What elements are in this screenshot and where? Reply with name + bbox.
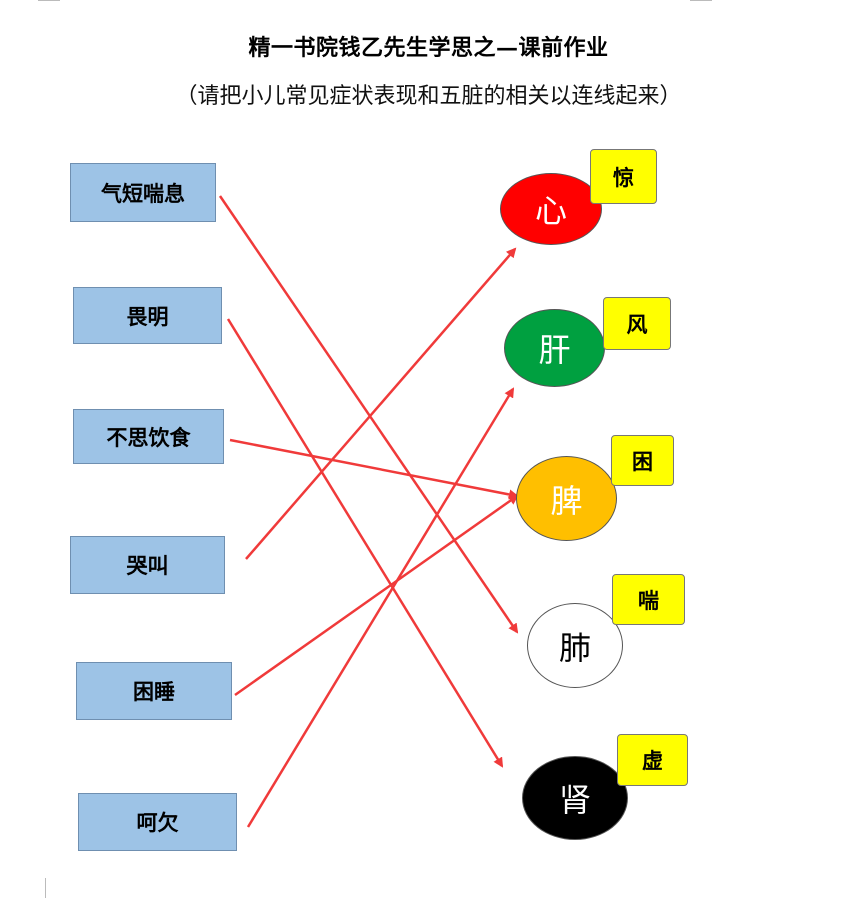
connection-line [234,494,519,697]
corner-mark-right [690,0,712,1]
tag-fright: 惊 [590,149,657,204]
organ-label: 心 [534,192,567,230]
symptom-label: 气短喘息 [101,180,185,206]
corner-mark-left [38,0,60,1]
symptom-label: 不思饮食 [106,424,191,450]
organ-circle-heart[interactable]: 心 [500,173,602,245]
organ-circle-liver[interactable]: 肝 [504,309,605,387]
corner-mark-bottom [45,878,46,898]
page-subtitle: （请把小儿常见症状表现和五脏的相关以连线起来） [175,84,682,109]
organ-label: 肾 [558,781,591,819]
symptom-label: 呵欠 [136,810,179,835]
symptom-label: 畏明 [126,303,169,329]
symptom-box-crying[interactable]: 哭叫 [70,536,225,594]
symptom-box-short-breath[interactable]: 气短喘息 [70,163,216,222]
connection-line [246,387,515,828]
symptom-label: 哭叫 [126,553,169,578]
connection-line [226,318,504,768]
tag-panting: 喘 [612,574,685,625]
organ-label: 脾 [550,481,583,520]
connection-line [229,438,519,500]
organ-circle-lung[interactable]: 肺 [527,603,623,688]
organ-label: 肺 [558,628,591,667]
symptom-label: 困睡 [133,679,175,704]
symptom-box-poor-appetite[interactable]: 不思饮食 [73,409,224,464]
tag-wind: 风 [603,297,671,350]
organ-circle-spleen[interactable]: 脾 [516,456,617,541]
connection-line [245,247,517,560]
tag-sleepy: 困 [611,435,674,486]
organ-circle-kidney[interactable]: 肾 [522,756,628,840]
organ-label: 肝 [538,331,571,369]
page-title: 精一书院钱乙先生学思之—课前作业 [248,35,609,61]
connection-line [218,195,519,634]
tag-deficiency: 虚 [617,734,688,786]
symptom-box-drowsiness[interactable]: 困睡 [76,662,232,720]
symptom-box-yawning[interactable]: 呵欠 [78,793,237,851]
symptom-box-photophobia[interactable]: 畏明 [73,287,222,344]
